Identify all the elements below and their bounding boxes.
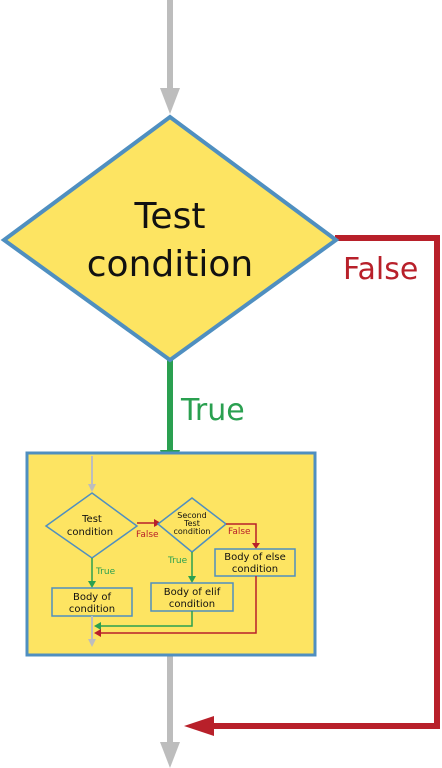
inner-body-elif: Body of elif condition <box>150 582 234 612</box>
inner-body-else-line2: condition <box>232 564 278 575</box>
inner-second-text-line2: Test <box>183 519 200 528</box>
main-false-path <box>184 235 440 736</box>
main-decision-node: Test condition <box>0 114 340 363</box>
inner-true-label-1: True <box>95 567 116 577</box>
inner-true-arrow-1 <box>88 558 96 588</box>
inner-exit-gray <box>88 616 96 647</box>
main-decision-text-line2: condition <box>87 244 253 285</box>
inner-false-label-1: False <box>136 530 159 540</box>
inner-elif-merge <box>94 611 193 630</box>
entry-arrow <box>160 0 180 114</box>
inner-true-arrow-2 <box>188 552 196 583</box>
inner-body-if-line2: condition <box>69 604 115 615</box>
inner-body-if-line1: Body of <box>73 592 112 603</box>
inner-test-text-line1: Test <box>81 514 102 525</box>
nested-block: Test condition False Second Test conditi… <box>25 451 317 657</box>
inner-false-arrow-1 <box>137 519 161 527</box>
inner-false-arrow-2 <box>226 523 260 549</box>
inner-test-text-line2: condition <box>67 527 113 538</box>
inner-body-if: Body of condition <box>51 587 133 617</box>
inner-body-elif-line2: condition <box>169 599 215 610</box>
inner-else-merge <box>94 576 257 637</box>
inner-entry-arrow <box>88 456 96 492</box>
inner-true-label-2: True <box>167 556 188 566</box>
main-true-label: True <box>180 393 245 428</box>
inner-body-else: Body of else condition <box>214 548 296 577</box>
main-false-label: False <box>343 252 418 287</box>
inner-second-text-line1: Second <box>177 511 206 520</box>
inner-body-else-line1: Body of else <box>224 552 286 563</box>
main-decision-text-line1: Test <box>134 196 206 237</box>
inner-false-label-2: False <box>228 527 251 537</box>
exit-arrow <box>160 656 180 768</box>
inner-second-text-line3: condition <box>174 527 211 536</box>
inner-body-elif-line1: Body of elif <box>164 587 221 598</box>
